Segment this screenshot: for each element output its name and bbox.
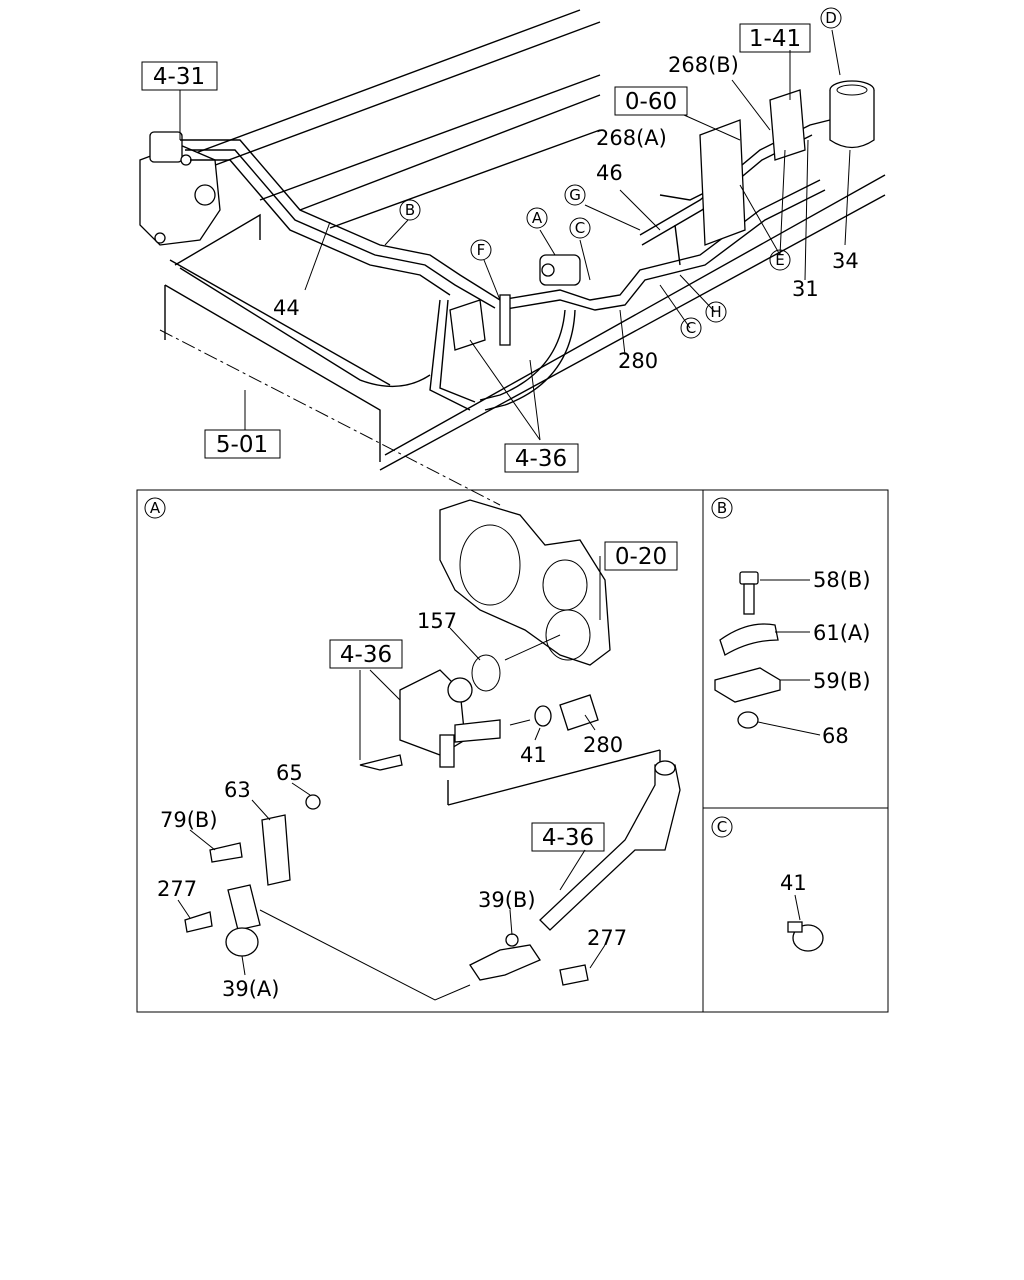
clamp-41 bbox=[534, 705, 552, 727]
ref-label: 0-60 bbox=[625, 89, 677, 115]
pump-4-36 bbox=[359, 669, 501, 771]
svg-text:4-36: 4-36 bbox=[340, 642, 392, 668]
part-46: 46 bbox=[596, 161, 623, 185]
callout-C: C bbox=[569, 217, 591, 239]
reservoir-34 bbox=[829, 80, 875, 149]
callout-B: B bbox=[399, 199, 421, 221]
callout-C2: C bbox=[680, 317, 702, 339]
part-39b: 39(B) bbox=[478, 888, 536, 912]
part-157: 157 bbox=[417, 609, 457, 633]
callout-E: E bbox=[769, 249, 791, 271]
svg-text:A: A bbox=[532, 209, 543, 227]
part-268b: 268(B) bbox=[668, 53, 739, 77]
part-41-clamp: 41 bbox=[780, 871, 807, 895]
ref-label: 4-31 bbox=[153, 64, 205, 90]
callout-D: D bbox=[820, 7, 842, 29]
part-58b: 58(B) bbox=[813, 568, 871, 592]
ref-label: 4-36 bbox=[515, 446, 567, 472]
svg-text:F: F bbox=[477, 241, 486, 259]
ref-box-4-31: 4-31 bbox=[141, 61, 218, 91]
part-63: 63 bbox=[224, 778, 251, 802]
callout-G: G bbox=[564, 184, 586, 206]
ref-box-4-36-hose: 4-36 bbox=[531, 822, 605, 852]
part-277-left: 277 bbox=[157, 877, 197, 901]
detail-c: C 41 bbox=[711, 816, 824, 952]
part-34: 34 bbox=[832, 249, 859, 273]
gasket-plate bbox=[439, 499, 611, 666]
svg-text:B: B bbox=[405, 201, 415, 219]
svg-text:4-36: 4-36 bbox=[542, 825, 594, 851]
part-44: 44 bbox=[273, 296, 300, 320]
hose-280-short bbox=[559, 694, 599, 731]
part-277-right: 277 bbox=[587, 926, 627, 950]
svg-text:0-20: 0-20 bbox=[615, 544, 667, 570]
fitting-39b bbox=[469, 933, 589, 986]
callout-A: A bbox=[526, 207, 548, 229]
part-59b: 59(B) bbox=[813, 669, 871, 693]
hose-280 bbox=[429, 179, 826, 411]
part-280: 280 bbox=[618, 349, 658, 373]
frame-rails bbox=[149, 9, 886, 506]
svg-text:D: D bbox=[825, 9, 837, 27]
ref-box-1-41: 1-41 bbox=[739, 23, 811, 53]
detail-b: B 58(B) 61(A) 59(B) 68 bbox=[711, 497, 871, 748]
part-68: 68 bbox=[822, 724, 849, 748]
detail-b-marker: B bbox=[717, 499, 727, 517]
svg-text:H: H bbox=[710, 303, 721, 321]
callout-H: H bbox=[705, 301, 727, 323]
svg-text:C: C bbox=[575, 219, 585, 237]
part-280: 280 bbox=[583, 733, 623, 757]
ref-box-4-36-pump: 4-36 bbox=[329, 639, 403, 669]
mount-plate bbox=[449, 294, 511, 351]
part-268a: 268(A) bbox=[596, 126, 667, 150]
pipe-44 bbox=[180, 139, 501, 309]
ref-label: 5-01 bbox=[216, 432, 268, 458]
bracket-63 bbox=[184, 794, 321, 957]
part-31: 31 bbox=[792, 277, 819, 301]
ref-box-0-20: 0-20 bbox=[604, 541, 678, 571]
part-61a: 61(A) bbox=[813, 621, 870, 645]
part-41: 41 bbox=[520, 743, 547, 767]
detail-a-marker: A bbox=[150, 499, 161, 517]
part-65: 65 bbox=[276, 761, 303, 785]
detail-frame bbox=[136, 489, 889, 1013]
top-leaders bbox=[179, 29, 851, 441]
pump-body bbox=[539, 254, 581, 286]
steering-gear-unit bbox=[139, 131, 221, 246]
svg-text:C: C bbox=[686, 319, 696, 337]
part-79b: 79(B) bbox=[160, 808, 218, 832]
detail-c-marker: C bbox=[717, 818, 727, 836]
part-39a: 39(A) bbox=[222, 977, 279, 1001]
svg-text:E: E bbox=[775, 251, 784, 269]
ref-box-0-60: 0-60 bbox=[614, 86, 688, 116]
ref-label: 1-41 bbox=[749, 26, 801, 52]
svg-text:G: G bbox=[569, 186, 581, 204]
detail-a: A bbox=[144, 497, 681, 1001]
o-ring-157 bbox=[471, 654, 501, 692]
callout-F: F bbox=[470, 239, 492, 261]
ref-box-5-01: 5-01 bbox=[204, 429, 281, 459]
ref-box-4-36: 4-36 bbox=[504, 443, 579, 473]
